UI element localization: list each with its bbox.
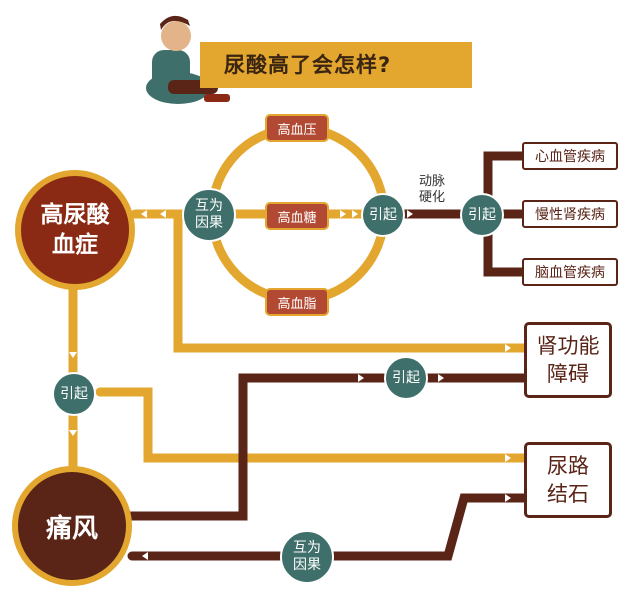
hyperlipidemia-node: 高血脂 xyxy=(265,288,329,316)
hypertension-node: 高血压 xyxy=(265,114,329,142)
arrow-right-icon xyxy=(505,454,511,462)
arrow-left-icon xyxy=(141,210,147,218)
hyperuricemia-node: 高尿酸 血症 xyxy=(15,170,135,290)
mutual-cause-bottom-line2: 因果 xyxy=(293,557,321,573)
arrow-down-icon xyxy=(69,352,77,358)
arrow-right-icon xyxy=(340,210,346,218)
mutual-cause-node-bottom: 互为 因果 xyxy=(280,530,334,584)
atherosclerosis-line1: 动脉 xyxy=(418,174,445,189)
urinary-stones-node: 尿路 结石 xyxy=(524,442,612,518)
mutual-cause-bottom-line1: 互为 xyxy=(293,540,321,556)
cause-node-left: 引起 xyxy=(52,372,96,416)
line-to-kidney-dysfunction xyxy=(173,209,533,353)
cerebrovascular-node: 脑血管疾病 xyxy=(522,258,618,286)
urinary-stones-line1: 尿路 xyxy=(547,454,589,478)
cardiovascular-node: 心血管疾病 xyxy=(522,142,618,170)
arrow-left-icon xyxy=(160,210,166,218)
arrow-right-icon xyxy=(438,374,444,382)
atherosclerosis-label: 动脉 硬化 xyxy=(412,174,452,206)
arrow-right-icon xyxy=(505,344,511,352)
chronic-kidney-node: 慢性肾疾病 xyxy=(522,200,618,228)
arrow-right-icon xyxy=(352,210,358,218)
cause-node-right: 引起 xyxy=(460,193,504,237)
cause-node-bottom: 引起 xyxy=(384,356,428,400)
arrow-right-icon xyxy=(505,494,511,502)
atherosclerosis-line2: 硬化 xyxy=(418,190,445,205)
gout-node: 痛风 xyxy=(12,466,132,586)
worried-man-holding-foot-icon xyxy=(146,15,230,104)
kidney-dysfunction-line1: 肾功能 xyxy=(536,334,600,358)
hyperuricemia-label-line1: 高尿酸 xyxy=(40,202,110,228)
page-title: 尿酸高了会怎样? xyxy=(200,42,472,88)
line-to-urinary-stones xyxy=(95,387,533,463)
hyperglycemia-node: 高血糖 xyxy=(265,202,329,230)
cause-node-ring: 引起 xyxy=(361,193,405,237)
arrow-ticks xyxy=(69,210,511,560)
arrow-left-icon xyxy=(142,552,148,560)
line-gout-to-kidney-dysfunction xyxy=(125,373,529,521)
kidney-dysfunction-node: 肾功能 障碍 xyxy=(524,322,612,398)
arrow-down-icon xyxy=(69,430,77,436)
hyperuricemia-label-line2: 血症 xyxy=(52,232,98,258)
arrow-right-icon xyxy=(358,374,364,382)
urinary-stones-line2: 结石 xyxy=(547,482,589,506)
arrow-right-icon xyxy=(407,210,413,218)
mutual-cause-node-top: 互为 因果 xyxy=(182,188,236,242)
kidney-dysfunction-line2: 障碍 xyxy=(547,362,589,386)
mutual-cause-line2: 因果 xyxy=(195,215,223,231)
mutual-cause-line1: 互为 xyxy=(195,198,223,214)
